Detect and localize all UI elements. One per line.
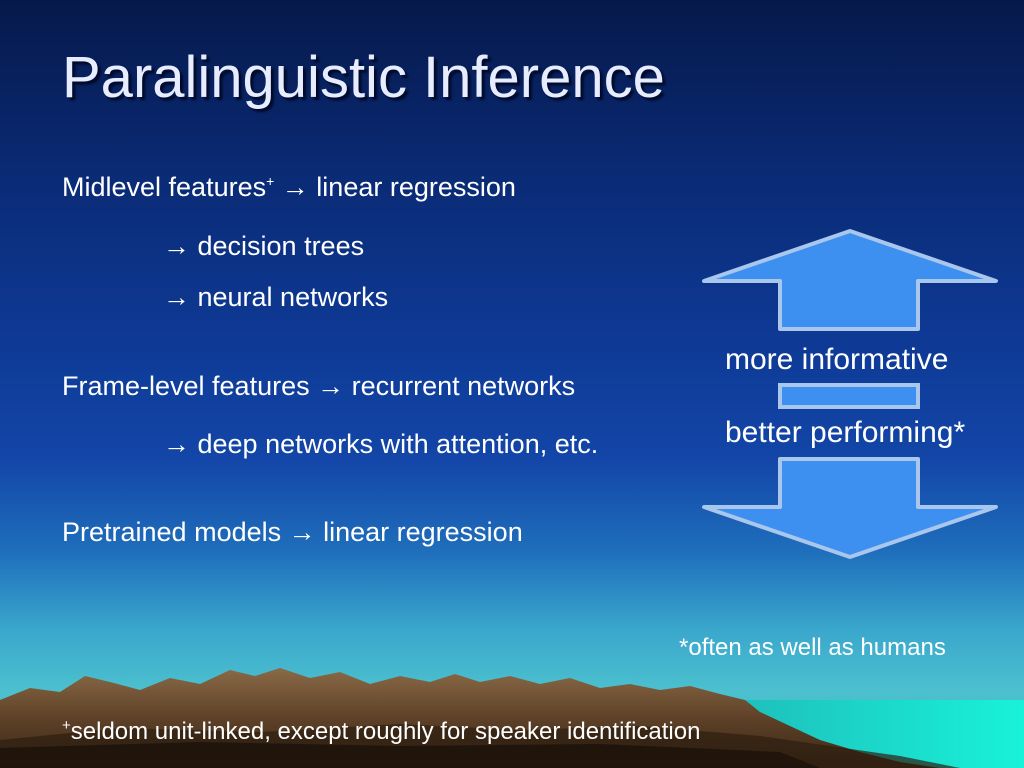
seldom-footnote-text: seldom unit-linked, except roughly for s…: [70, 718, 701, 745]
humans-footnote: *often as well as humans: [679, 634, 946, 661]
seldom-footnote: +seldom unit-linked, except roughly for …: [62, 717, 700, 746]
midlevel-superscript: +: [266, 173, 275, 189]
up-arrow-icon: [702, 229, 998, 331]
pretrained-models-line: Pretrained models → linear regression: [62, 517, 523, 547]
slide-title: Paralinguistic Inference: [62, 45, 665, 110]
decision-trees-line: → decision trees: [163, 231, 365, 261]
midlevel-features-line: Midlevel features+ → linear regression: [62, 172, 516, 203]
neural-networks-line: → neural networks: [163, 282, 389, 312]
more-informative-label: more informative: [725, 343, 949, 376]
seldom-superscript: +: [62, 717, 71, 734]
deep-networks-line: → deep networks with attention, etc.: [163, 429, 599, 459]
down-arrow-icon: [702, 457, 998, 559]
better-performing-label: better performing*: [725, 416, 966, 449]
midlevel-features-text: Midlevel features: [62, 172, 267, 202]
midlevel-features-rest: → linear regression: [274, 172, 516, 202]
frame-level-line: Frame-level features → recurrent network…: [62, 371, 576, 401]
connector-bar: [778, 383, 920, 409]
